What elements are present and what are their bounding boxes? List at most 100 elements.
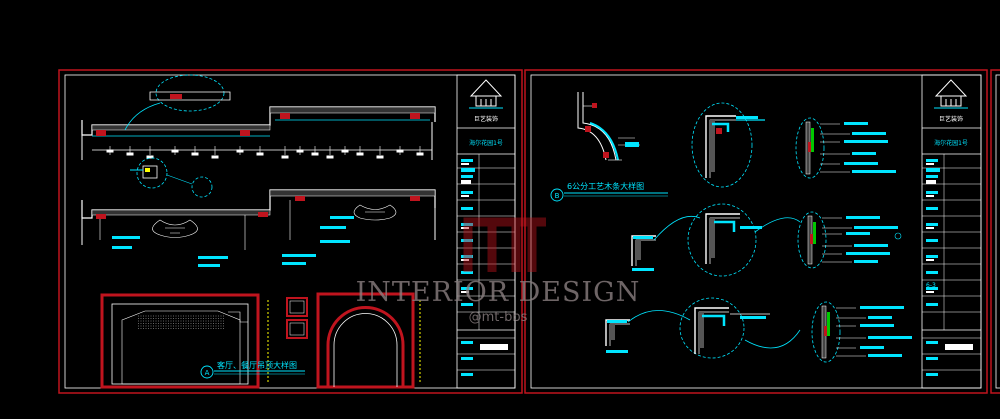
caption-b-marker: B bbox=[555, 192, 560, 200]
leader-line bbox=[627, 310, 691, 323]
molding-section bbox=[633, 236, 653, 239]
title-block-row-label bbox=[461, 195, 469, 197]
molding-section bbox=[827, 312, 830, 336]
callout-label bbox=[282, 254, 316, 257]
dimension-mark bbox=[281, 155, 289, 159]
title-block-row-label bbox=[926, 341, 938, 344]
title-block-row-label bbox=[926, 303, 938, 306]
title-block-row-label bbox=[926, 175, 938, 178]
ceiling-section-1 bbox=[81, 74, 436, 198]
molding-section bbox=[712, 122, 730, 132]
callout-label bbox=[852, 132, 886, 135]
dimension-mark bbox=[416, 152, 424, 156]
molding-section bbox=[716, 128, 722, 134]
title-block-row-label bbox=[926, 287, 938, 290]
callout-label bbox=[852, 152, 876, 155]
elevation-panels bbox=[100, 292, 421, 389]
title-block-row-label bbox=[926, 255, 938, 258]
title-block-row-label bbox=[461, 291, 469, 293]
callout-label bbox=[320, 240, 350, 243]
title-block-row-label bbox=[926, 191, 938, 194]
dimension-mark bbox=[256, 152, 264, 156]
callout-label bbox=[606, 350, 628, 353]
callout-label bbox=[854, 244, 888, 247]
dimension-mark bbox=[311, 152, 319, 156]
title-block-row-label bbox=[461, 255, 473, 258]
chandelier-icon bbox=[353, 204, 397, 221]
title-block-row-label bbox=[926, 357, 938, 360]
callout-label bbox=[854, 226, 898, 229]
watermark-handle: @mt-bbs bbox=[469, 310, 528, 325]
callout-label bbox=[112, 236, 140, 239]
title-block-row-label bbox=[926, 180, 936, 184]
title-block-row-label bbox=[926, 373, 938, 376]
firm-logo-icon bbox=[934, 79, 968, 109]
detail-bubble bbox=[797, 211, 827, 269]
title-block-row-label bbox=[461, 159, 473, 162]
title-block-row-label bbox=[461, 223, 473, 226]
callout-label bbox=[844, 140, 888, 143]
title-block-row-label bbox=[461, 227, 469, 229]
dimension-mark bbox=[236, 149, 244, 153]
molding-profile bbox=[577, 92, 640, 161]
molding-section bbox=[694, 307, 729, 354]
callout-label bbox=[852, 170, 896, 173]
molding-section bbox=[808, 142, 811, 152]
callout-label bbox=[868, 316, 892, 319]
project-name: 海尔花园1号 bbox=[469, 139, 503, 147]
ceiling-section-2 bbox=[81, 189, 436, 267]
callout-label bbox=[282, 262, 306, 265]
firm-name: 巨艺装饰 bbox=[474, 115, 498, 123]
sheet-number: 6-3 bbox=[926, 282, 936, 289]
caption-b-title: 6公分工艺木条大样图 bbox=[567, 181, 644, 191]
sheet-right-outer-frame bbox=[524, 69, 988, 394]
dimension-mark bbox=[146, 155, 154, 159]
title-block-row-label bbox=[461, 341, 473, 344]
callout-label bbox=[846, 216, 880, 219]
title-block-row-label bbox=[461, 259, 469, 261]
molding-section bbox=[610, 324, 615, 340]
title-block-row-label bbox=[461, 168, 475, 172]
title-block-row-label bbox=[926, 207, 938, 210]
dimension-mark bbox=[106, 149, 114, 153]
leader-line bbox=[754, 217, 801, 233]
title-block-row-label bbox=[926, 195, 934, 197]
callout-label bbox=[740, 316, 766, 319]
sheet-right[interactable]: 巨艺装饰 海尔花园1号 6-3 B 6公分工艺木条 bbox=[524, 69, 988, 394]
molding-section bbox=[811, 128, 814, 152]
molding-section bbox=[824, 326, 827, 336]
sheet-third-edge bbox=[990, 69, 1000, 394]
caption-b: B 6公分工艺木条大样图 bbox=[550, 181, 668, 202]
callout-label bbox=[330, 216, 354, 219]
molding-section bbox=[714, 220, 736, 232]
molding-section bbox=[810, 234, 813, 244]
callout-label bbox=[844, 122, 868, 125]
callout-label bbox=[868, 336, 912, 339]
callout-label bbox=[112, 246, 132, 249]
callout-label bbox=[198, 256, 228, 259]
dimension-mark bbox=[296, 149, 304, 153]
firm-logo-icon bbox=[469, 79, 503, 109]
title-block-row-label bbox=[926, 271, 938, 274]
title-block-row-label bbox=[926, 239, 938, 242]
detail-bubble bbox=[795, 117, 825, 179]
title-block-row-label bbox=[461, 271, 473, 274]
title-block-row-label bbox=[461, 239, 473, 242]
detail-bubble bbox=[811, 301, 841, 363]
title-block-row-label bbox=[926, 168, 940, 172]
title-block-row-label bbox=[926, 159, 938, 162]
title-block-row-label bbox=[461, 191, 473, 194]
title-block-row-label bbox=[461, 207, 473, 210]
molding-section bbox=[813, 222, 816, 244]
dimension-mark bbox=[191, 152, 199, 156]
dimension-mark bbox=[396, 149, 404, 153]
title-block-row-label bbox=[461, 373, 473, 376]
caption-a-marker: A bbox=[205, 369, 210, 377]
sheet-left[interactable]: 巨艺装饰 海尔花园1号 bbox=[58, 69, 523, 394]
title-block-row-label bbox=[461, 163, 469, 165]
callout-label bbox=[860, 306, 904, 309]
detail-bubble bbox=[691, 102, 753, 188]
dimension-mark bbox=[126, 152, 134, 156]
